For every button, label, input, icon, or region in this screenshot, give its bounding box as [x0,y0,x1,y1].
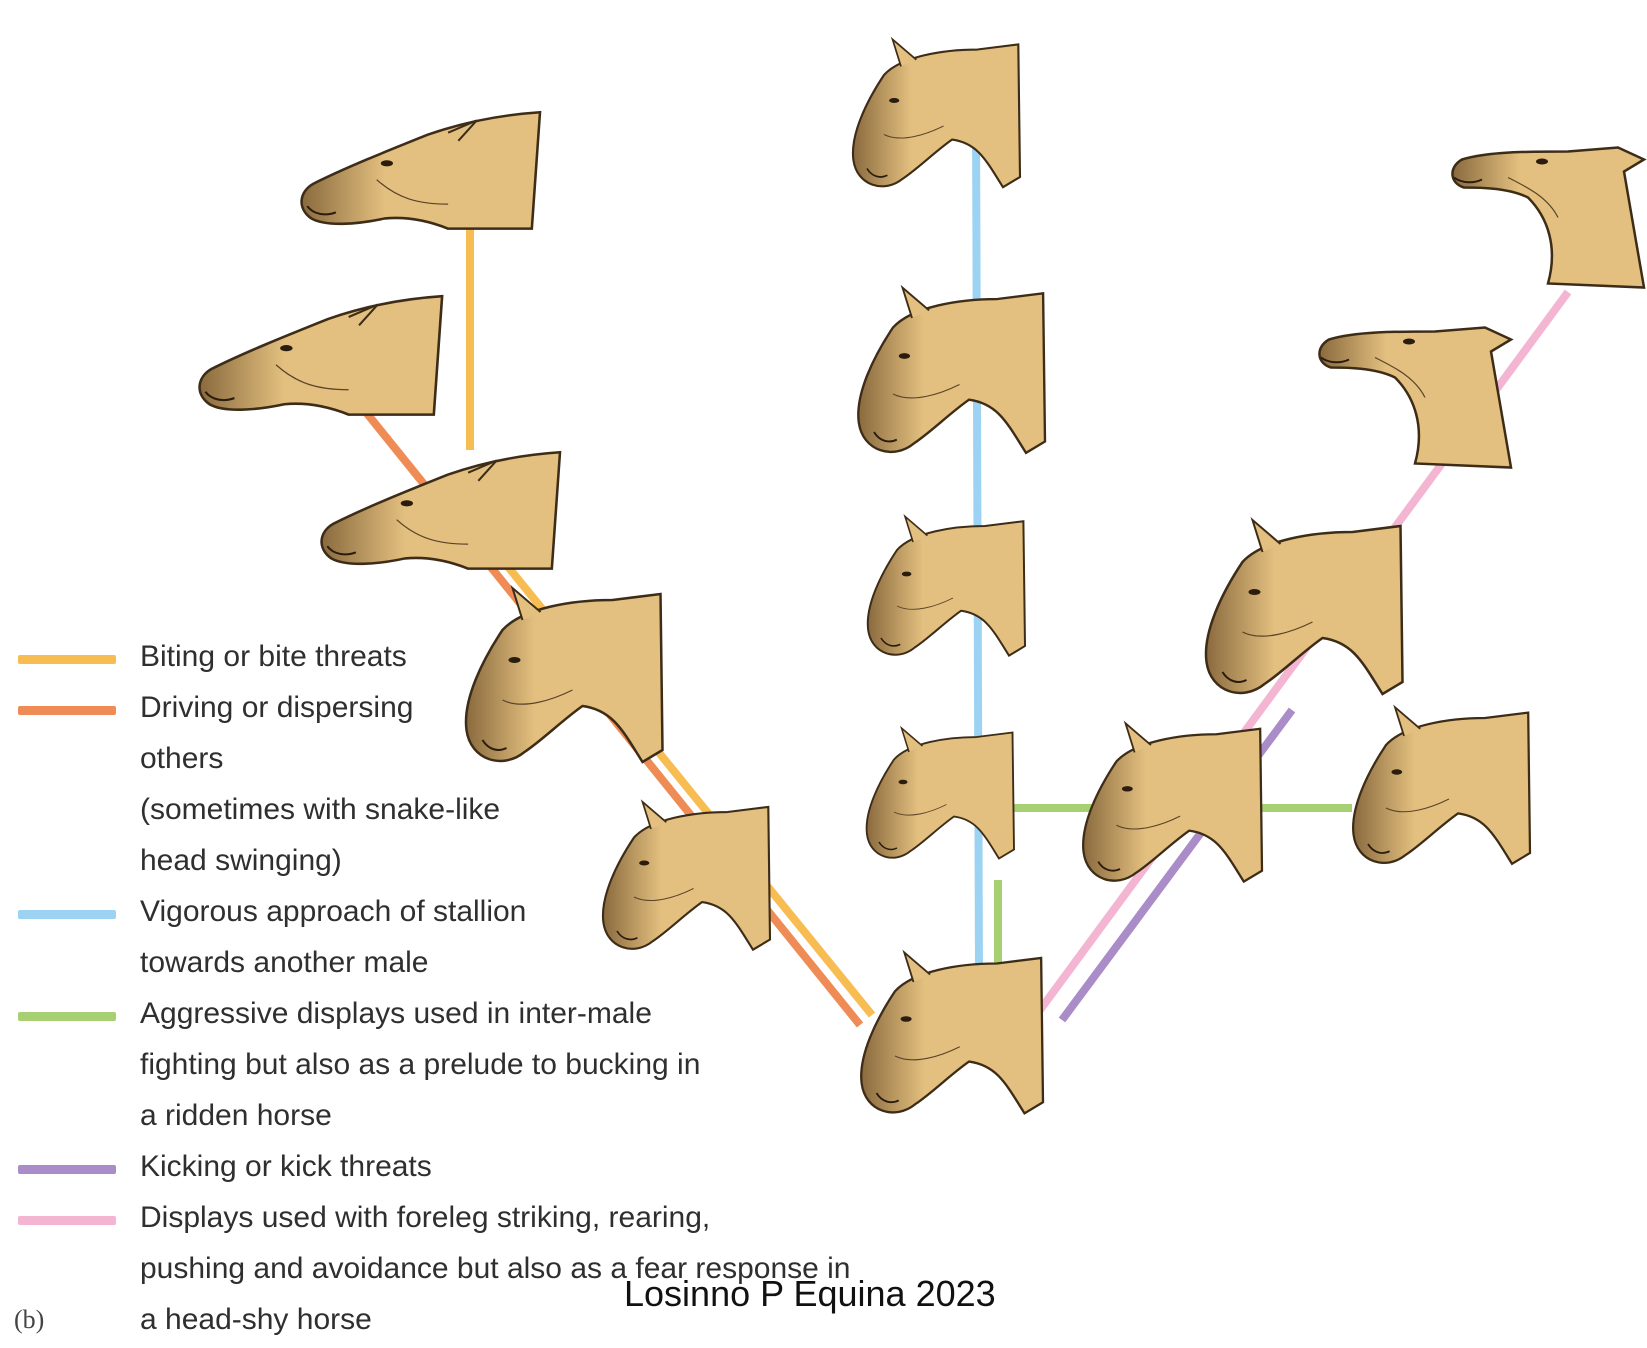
legend-item: Vigorous approach of stallion [0,889,900,940]
horse-head-aggressive-mid [1083,723,1262,881]
legend-item-continued: a ridden horse [0,1093,900,1144]
legend-item-continued: head swinging) [0,838,900,889]
legend-label: (sometimes with snake-like [140,793,500,827]
horse-head-foreleg-1 [1206,520,1403,694]
horse-head-foreleg-2 [1319,328,1511,468]
legend-label: towards another male [140,946,429,980]
legend-item: Kicking or kick threats [0,1144,900,1195]
legend-swatch [18,1216,116,1225]
legend-item-continued: others [0,736,900,787]
panel-label: (b) [14,1305,44,1335]
legend-item: Driving or dispersing [0,685,900,736]
legend-swatch [18,655,116,664]
legend-swatch [18,910,116,919]
legend-label: Displays used with foreleg striking, rea… [140,1201,710,1235]
horse-head-centre-2 [858,288,1045,453]
legend-label: Vigorous approach of stallion [140,895,526,929]
legend-label: Driving or dispersing [140,691,413,725]
legend-label: others [140,742,223,776]
horse-head-snaking [322,452,560,568]
horse-head-aggressive-right [1353,707,1530,864]
legend-label: a head-shy horse [140,1303,372,1337]
horse-head-centre-1 [853,39,1020,187]
horse-head-foreleg-3 [1452,148,1644,288]
legend-label: Kicking or kick threats [140,1150,432,1184]
credit-text: Losinno P Equina 2023 [624,1273,996,1315]
legend-label: head swinging) [140,844,342,878]
legend-swatch [18,706,116,715]
legend-item-continued: (sometimes with snake-like [0,787,900,838]
legend-label: a ridden horse [140,1099,332,1133]
legend-item: Aggressive displays used in inter-male [0,991,900,1042]
legend-item: Displays used with foreleg striking, rea… [0,1195,900,1246]
legend-item-continued: towards another male [0,940,900,991]
legend-label: Aggressive displays used in inter-male [140,997,652,1031]
horse-head-biting-top [302,112,540,228]
horse-head-driving-gape [200,296,443,414]
legend-swatch [18,1165,116,1174]
legend-item: Biting or bite threats [0,634,900,685]
legend-item-continued: fighting but also as a prelude to buckin… [0,1042,900,1093]
legend-swatch [18,1012,116,1021]
legend-label: Biting or bite threats [140,640,407,674]
legend-label: fighting but also as a prelude to buckin… [140,1048,700,1082]
